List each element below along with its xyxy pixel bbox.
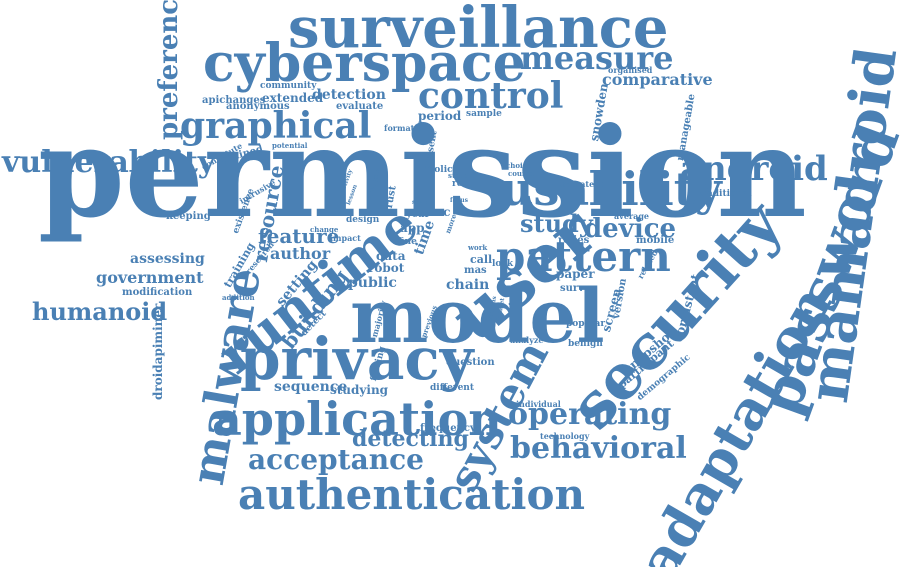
word-public: public	[348, 275, 397, 291]
word-survey: survey	[560, 283, 597, 294]
word-android: android	[680, 149, 828, 189]
word-cyberspace: cyberspace	[203, 33, 526, 94]
word-robot: robot	[368, 261, 405, 275]
word-paper: paper	[556, 267, 595, 281]
word-community: community	[260, 81, 317, 91]
word-fine: fine	[398, 237, 417, 247]
word-extended: extended	[262, 91, 324, 105]
word-humanoid: humanoid	[32, 297, 168, 326]
word-different: different	[430, 383, 474, 393]
word-work: work	[468, 243, 488, 252]
word-data: data	[376, 249, 406, 263]
word-course: course	[508, 169, 535, 178]
word-policy: policy	[428, 165, 458, 175]
word-detecting: detecting	[352, 426, 469, 452]
word-surveillance: surveillance	[288, 0, 669, 61]
word-pattern: pattern	[496, 232, 671, 281]
word-application: application	[212, 392, 502, 446]
word-apichanges: apichanges	[202, 95, 266, 106]
word-permission: permission	[38, 101, 807, 246]
word-government: government	[96, 268, 204, 287]
word-detection: detection	[312, 87, 386, 103]
word-benign: benign	[568, 339, 603, 349]
word-droidapiminer: droidapiminer	[151, 303, 165, 400]
word-keeping: keeping	[166, 211, 211, 222]
word-chain: chain	[446, 277, 490, 293]
word-addition: addition	[222, 293, 255, 302]
word-result: result	[452, 179, 482, 189]
word-space: space	[412, 199, 431, 206]
word-potential: potential	[272, 141, 308, 150]
word-studying: studying	[330, 383, 389, 397]
word-focus: focus	[450, 197, 468, 204]
word-authentication: authentication	[238, 470, 585, 519]
word-feature: feature	[258, 224, 340, 248]
word-operating: operating	[508, 397, 672, 432]
word-mas: mas	[464, 265, 487, 276]
word-acc: acc	[428, 205, 451, 219]
word-behavioral: behavioral	[510, 431, 687, 466]
word-sequence: sequence	[274, 379, 348, 395]
word-vulnerability: vulnerability	[2, 145, 216, 180]
word-lock: lock	[492, 259, 514, 269]
word-author: author	[270, 244, 331, 263]
word-popular: popular	[566, 319, 606, 329]
word-organised: organised	[608, 65, 653, 75]
word-year: year	[406, 209, 430, 220]
word-preference: preference	[154, 0, 184, 140]
word-individual: individual	[516, 399, 561, 409]
word-usability: usability	[500, 162, 722, 216]
word-measure: measure	[520, 39, 674, 77]
word-model: model	[350, 274, 605, 360]
word-formation: formation	[384, 123, 429, 133]
word-operate: operate	[560, 179, 595, 189]
word-sample: sample	[466, 109, 502, 119]
word-period: period	[418, 109, 462, 123]
word-average: average	[614, 211, 650, 221]
word-device: device	[584, 214, 677, 244]
word-control: control	[418, 75, 564, 117]
word-assessing: assessing	[130, 251, 205, 267]
word-evaluate: evaluate	[336, 101, 384, 112]
word-graphical: graphical	[180, 105, 372, 147]
word-impact: impact	[330, 233, 361, 243]
word-mobile: mobile	[636, 235, 675, 246]
word-state: state	[448, 171, 468, 180]
word-modification: modification	[122, 287, 193, 298]
word-call: call	[470, 253, 493, 266]
word-traditional: traditional	[698, 189, 752, 199]
word-privacy: privacy	[240, 325, 474, 393]
word-app: app	[400, 221, 425, 235]
word-analyze: analyze	[510, 335, 544, 345]
word-choice: choice	[506, 161, 532, 170]
word-acceptance: acceptance	[248, 443, 424, 476]
word-comparative: comparative	[602, 70, 713, 89]
word-frequency: frequency	[420, 423, 476, 434]
word-design: design	[346, 215, 380, 225]
word-change: change	[310, 225, 339, 234]
word-technology: technology	[540, 431, 590, 441]
word-question: question	[446, 357, 495, 368]
word-study: study	[520, 209, 593, 238]
word-relies: relies	[558, 235, 590, 246]
word-anonymous: anonymous	[226, 101, 290, 112]
